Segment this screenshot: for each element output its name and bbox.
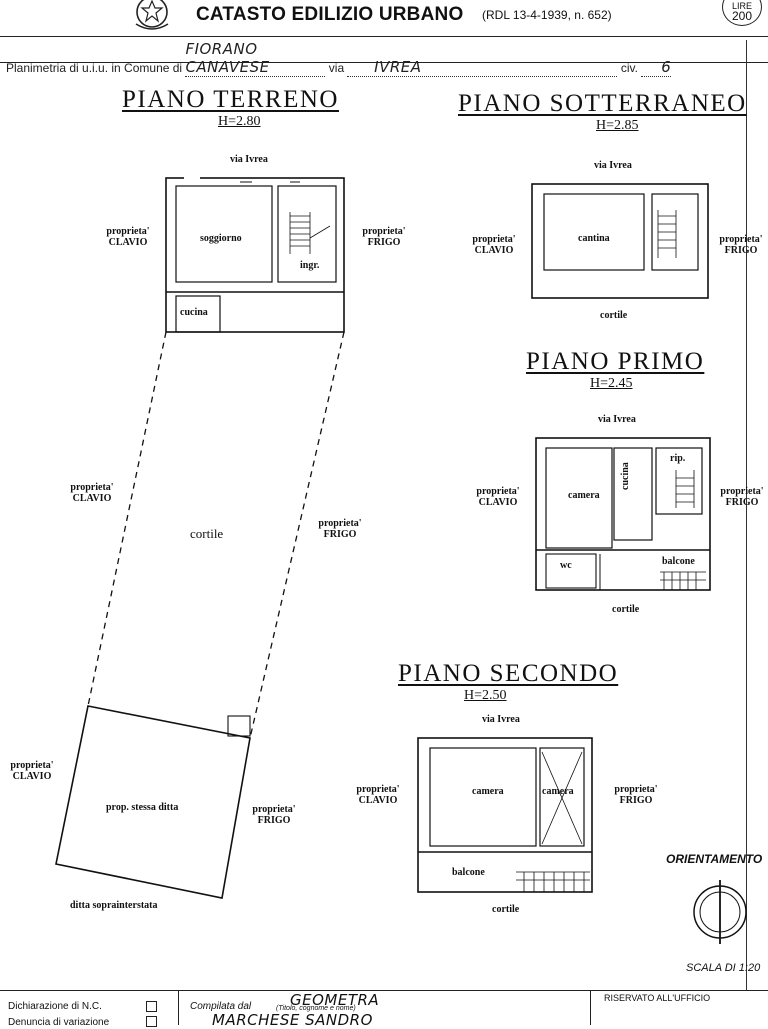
- secondo-cortile: cortile: [492, 904, 520, 915]
- sotterraneo-building: [531, 183, 709, 299]
- terreno-title: PIANO TERRENO: [122, 86, 339, 113]
- fee-stamp-label: LIRE: [731, 1, 752, 11]
- footer-separator-2: [590, 991, 591, 1025]
- lower-left-owner: proprieta' CLAVIO: [10, 760, 54, 782]
- secondo-height: H=2.50: [464, 688, 507, 703]
- header-bottom-divider: [0, 62, 768, 63]
- sotterraneo-street: via Ivrea: [594, 160, 632, 171]
- compilata-hint: (Titolo, cognome e nome): [276, 1005, 356, 1012]
- scale-label: SCALA DI 1:20: [686, 962, 761, 974]
- secondo-title: PIANO SECONDO: [398, 660, 619, 687]
- compilata-name: MARCHESE SANDRO: [212, 1011, 373, 1029]
- primo-room-ripostiglio: rip.: [670, 453, 686, 464]
- secondo-room-balcone: balcone: [452, 867, 485, 878]
- sotterraneo-height: H=2.85: [596, 118, 639, 133]
- lower-right-owner: proprieta' FRIGO: [252, 804, 296, 826]
- header-divider: [0, 36, 768, 37]
- dichiarazione-label: Dichiarazione di N.C.: [8, 1001, 102, 1012]
- denuncia-checkbox[interactable]: [146, 1016, 157, 1027]
- secondo-room-camera-2: camera: [542, 786, 574, 797]
- yard-left-owner: proprieta' CLAVIO: [70, 482, 114, 504]
- riservato-label: RISERVATO ALL'UFFICIO: [604, 993, 711, 1003]
- primo-right-owner: proprieta' FRIGO: [720, 486, 764, 508]
- primo-cortile: cortile: [612, 604, 640, 615]
- stessa-ditta-parcel: [55, 705, 251, 899]
- primo-room-cucina: cucina: [620, 462, 631, 490]
- primo-building: [535, 437, 711, 591]
- fee-stamp-value: 200: [731, 9, 753, 23]
- terreno-street: via Ivrea: [230, 154, 268, 165]
- footer-separator-1: [178, 991, 179, 1025]
- civ-label: civ.: [620, 61, 638, 75]
- terreno-right-owner: proprieta' FRIGO: [362, 226, 406, 248]
- secondo-left-owner: proprieta' CLAVIO: [356, 784, 400, 806]
- right-margin-line: [746, 40, 747, 990]
- planimetria-label: Planimetria di u.i.u. in Comune di: [6, 61, 183, 75]
- sotterraneo-left-owner: proprieta' CLAVIO: [472, 234, 516, 256]
- lower-area-label: prop. stessa ditta: [106, 802, 179, 813]
- secondo-room-camera-1: camera: [472, 786, 504, 797]
- orientation-label: ORIENTAMENTO: [666, 852, 763, 866]
- primo-left-owner: proprieta' CLAVIO: [476, 486, 520, 508]
- terreno-bottom-note: ditta soprainterstata: [70, 900, 158, 911]
- terreno-room-soggiorno: soggiorno: [200, 233, 242, 244]
- compilata-label: Compilata dal: [190, 1001, 252, 1012]
- via-label: via: [328, 61, 345, 75]
- terreno-room-cucina: cucina: [180, 307, 208, 318]
- secondo-right-owner: proprieta' FRIGO: [614, 784, 658, 806]
- terreno-building: [165, 176, 345, 333]
- primo-title: PIANO PRIMO: [526, 348, 705, 375]
- civ-value: 6: [661, 58, 672, 76]
- terreno-yard: cortile: [190, 526, 224, 541]
- sotterraneo-cortile: cortile: [600, 310, 628, 321]
- primo-room-camera: camera: [568, 490, 600, 501]
- primo-street: via Ivrea: [598, 414, 636, 425]
- primo-height: H=2.45: [590, 376, 633, 391]
- dichiarazione-checkbox[interactable]: [146, 1001, 157, 1012]
- primo-room-wc: wc: [560, 560, 572, 571]
- denuncia-label: Denuncia di variazione: [8, 1017, 110, 1028]
- footer: Dichiarazione di N.C. Denuncia di variaz…: [0, 990, 768, 1029]
- emblem-icon: [135, 0, 169, 30]
- secondo-street: via Ivrea: [482, 714, 520, 725]
- document-title: CATASTO EDILIZIO URBANO: [196, 4, 464, 25]
- sotterraneo-room-cantina: cantina: [578, 233, 610, 244]
- compass-icon: [693, 880, 747, 944]
- document-title-reference: (RDL 13-4-1939, n. 652): [482, 8, 612, 22]
- terreno-left-owner: proprieta' CLAVIO: [106, 226, 150, 248]
- cortile-boundary: [87, 331, 345, 739]
- sotterraneo-title: PIANO SOTTERRANEO: [458, 90, 747, 117]
- sotterraneo-right-owner: proprieta' FRIGO: [719, 234, 763, 256]
- yard-right-owner: proprieta' FRIGO: [318, 518, 362, 540]
- terreno-room-ingresso: ingr.: [300, 260, 320, 271]
- secondo-building: [417, 737, 593, 893]
- primo-room-balcone: balcone: [662, 556, 695, 567]
- terreno-height: H=2.80: [218, 114, 261, 129]
- compilata-role: GEOMETRA: [290, 991, 380, 1009]
